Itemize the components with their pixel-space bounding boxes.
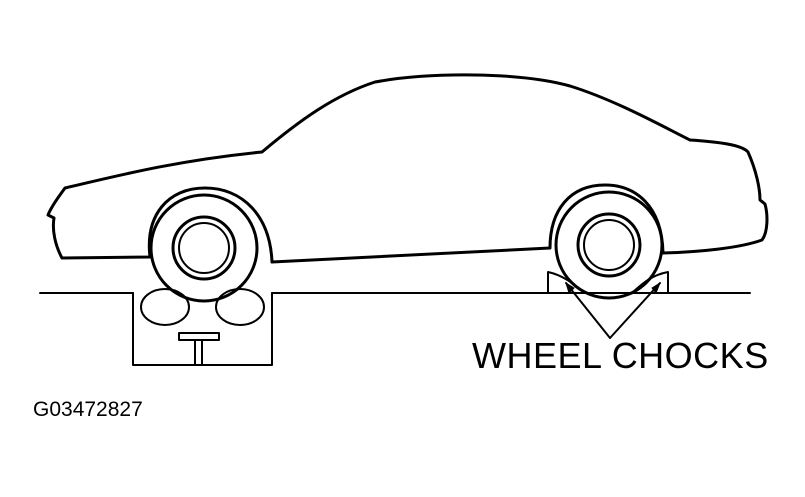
jack-head bbox=[178, 332, 220, 341]
lift-pit bbox=[132, 288, 273, 366]
wheel-chocks bbox=[547, 271, 669, 293]
rear-wheel bbox=[554, 190, 664, 300]
wheel-chock-front bbox=[547, 271, 584, 293]
lift-pad-right bbox=[215, 288, 265, 326]
car-body-outline bbox=[46, 73, 769, 264]
wheel-chock-rear bbox=[632, 271, 669, 293]
callout-arrows bbox=[565, 282, 661, 339]
front-wheel bbox=[149, 193, 259, 303]
wheel-chocks-label: WHEEL CHOCKS bbox=[472, 335, 769, 376]
lift-pad-left bbox=[140, 288, 190, 326]
figure-id: G03472827 bbox=[33, 398, 143, 421]
